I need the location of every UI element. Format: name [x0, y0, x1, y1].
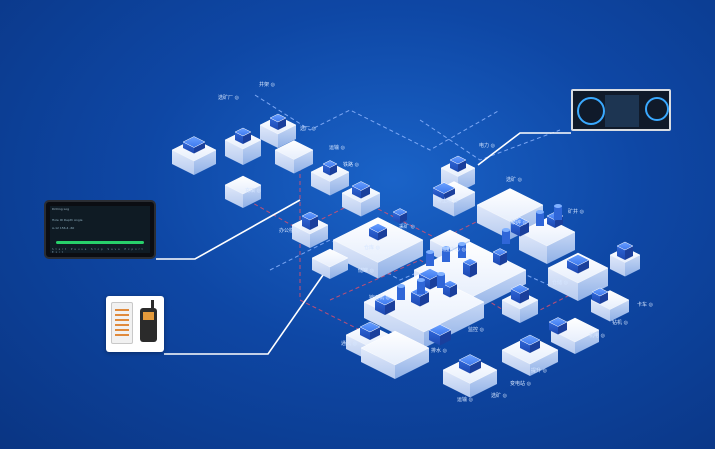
- tank-icon: [536, 210, 544, 226]
- label-mining: 采矿 ◎: [399, 224, 415, 230]
- building-block: [449, 155, 467, 172]
- label-monitor: 监控 ◎: [468, 327, 484, 333]
- tank-icon: [442, 246, 450, 262]
- label-beneficiation: 选矿 ◎: [506, 177, 522, 183]
- label-beneficiation-2: 选矿 ◎: [491, 393, 507, 399]
- tablet-header: Drilling Log: [52, 207, 69, 211]
- building-block: [519, 334, 541, 353]
- building-block: [301, 211, 319, 230]
- map-panel: [605, 95, 639, 127]
- gauge-icon: [645, 97, 669, 121]
- label-drainage: 排水 ◎: [431, 348, 447, 354]
- label-drill: 钻机 ◎: [612, 320, 628, 326]
- label-tank: 储罐 ◎: [358, 268, 374, 274]
- building-block: [550, 317, 600, 354]
- building-block: [274, 140, 314, 174]
- building-block: [291, 215, 329, 248]
- label-loader: 铲运机 ◎: [369, 295, 390, 301]
- label-railway: 铁路 ◎: [343, 162, 359, 168]
- building-block: [510, 284, 530, 304]
- building-block: [492, 248, 508, 266]
- label-dump: 排土场 ◎: [437, 198, 458, 204]
- label-truck: 卡车 ◎: [637, 302, 653, 308]
- building-block: [547, 252, 609, 301]
- building-block: [224, 175, 262, 208]
- smartphone-icon: [111, 302, 133, 344]
- building-block: [374, 294, 396, 315]
- label-warehouse: 仓库 ◎: [364, 245, 380, 251]
- label-mine: 矿井 ◎: [568, 209, 584, 215]
- label-transport: 运输 ◎: [329, 145, 345, 151]
- label-ventilation: 通风 ◎: [341, 341, 357, 347]
- building-block: [332, 217, 424, 279]
- building-block: [458, 354, 482, 374]
- tank-icon: [426, 250, 434, 266]
- tank-icon: [417, 278, 425, 294]
- building-block: [616, 241, 634, 260]
- building-block: [510, 217, 530, 237]
- building-block: [566, 254, 590, 274]
- label-transport-2: 运输 ◎: [457, 397, 473, 403]
- label-dispatch: 调度中心 ◎: [440, 247, 466, 253]
- building-block: [462, 258, 478, 278]
- label-office: 办公楼 ◎: [279, 228, 300, 234]
- building-block: [432, 182, 456, 200]
- tank-icon: [554, 204, 562, 220]
- tablet-row: Hole ID Depth Angle: [52, 218, 83, 222]
- tablet-row: A-12 156.4 -60: [52, 226, 75, 230]
- progress-bar: [56, 241, 144, 244]
- callout-lines: [156, 132, 571, 355]
- label-substation: 变电站 ◎: [510, 381, 531, 387]
- label-ore-plant: 选矿厂 ◎: [218, 95, 239, 101]
- building-block: [591, 287, 609, 304]
- building-block: [368, 223, 388, 241]
- dashboard-monitor: [571, 89, 671, 131]
- building-block: [322, 160, 338, 176]
- building-block: [351, 181, 371, 199]
- label-process-plant: 选厂 ◎: [300, 126, 316, 132]
- label-filling: 充填 ◎: [245, 188, 261, 194]
- label-storage: 仓储 ◎: [552, 280, 568, 286]
- tank-icon: [502, 228, 510, 244]
- tank-icon: [458, 242, 466, 258]
- building-block: [548, 317, 568, 335]
- tank-icon: [437, 272, 445, 288]
- gauge-icon: [577, 97, 605, 125]
- building-block: [360, 330, 430, 379]
- building-block: [392, 208, 408, 224]
- building-block: [182, 136, 206, 154]
- building-block: [269, 113, 287, 130]
- building-block: [428, 324, 452, 346]
- label-headframe: 井架 ◎: [259, 82, 275, 88]
- tablet-device: Drilling Log Hole ID Depth Angle A-12 15…: [44, 200, 156, 259]
- building-block: [311, 248, 349, 279]
- label-crushing: 破碎 ◎: [511, 220, 527, 226]
- label-hoist: 提升 ◎: [531, 368, 547, 374]
- radio-handset-icon: [140, 300, 157, 342]
- mobile-devices-card: [106, 296, 164, 352]
- building-block: [442, 280, 458, 298]
- building-block: [359, 321, 381, 340]
- tablet-screen: Drilling Log Hole ID Depth Angle A-12 15…: [50, 206, 150, 254]
- label-power: 电力 ◎: [479, 143, 495, 149]
- building-block: [234, 127, 252, 144]
- label-electromech: 机电 ◎: [589, 333, 605, 339]
- tablet-footer: Start Pause Stop Save Export Exit: [52, 248, 145, 254]
- tank-icon: [397, 284, 405, 300]
